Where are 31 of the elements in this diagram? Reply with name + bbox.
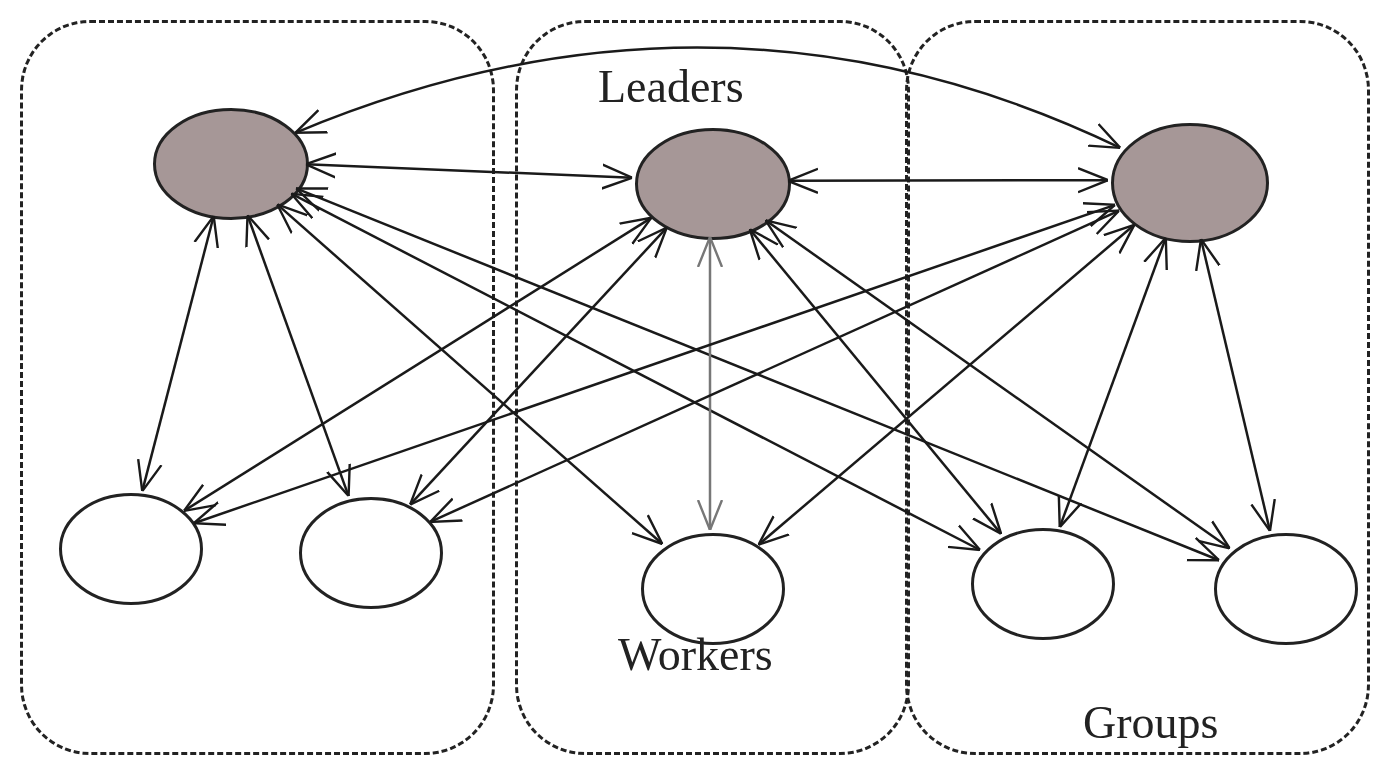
worker-ellipse	[299, 497, 443, 609]
arrow	[245, 214, 351, 498]
arrow	[137, 214, 219, 493]
leader-ellipse	[635, 128, 791, 240]
group-box	[515, 20, 910, 755]
arrow	[1195, 237, 1276, 533]
arrow	[786, 167, 1110, 194]
arrow	[1057, 236, 1168, 529]
arrow	[748, 228, 1003, 536]
group-box	[20, 20, 495, 755]
arrow	[429, 209, 1121, 524]
arrow	[294, 187, 1221, 562]
arrow	[757, 223, 1136, 546]
worker-ellipse	[1214, 533, 1358, 645]
arrow	[290, 192, 982, 552]
worker-ellipse	[971, 528, 1115, 640]
arrow	[192, 202, 1117, 526]
group-label: Workers	[618, 632, 773, 678]
arrow	[294, 46, 1122, 150]
arrow	[182, 216, 653, 513]
arrow	[276, 203, 664, 546]
group-label: Leaders	[598, 64, 744, 110]
arrow	[696, 235, 724, 532]
arrow	[304, 152, 634, 190]
worker-ellipse	[59, 493, 203, 605]
arrow	[408, 226, 668, 506]
group-label: Groups	[1083, 700, 1219, 746]
arrow	[764, 219, 1231, 550]
group-box	[905, 20, 1370, 755]
leader-ellipse	[153, 108, 309, 220]
leader-ellipse	[1111, 123, 1269, 243]
